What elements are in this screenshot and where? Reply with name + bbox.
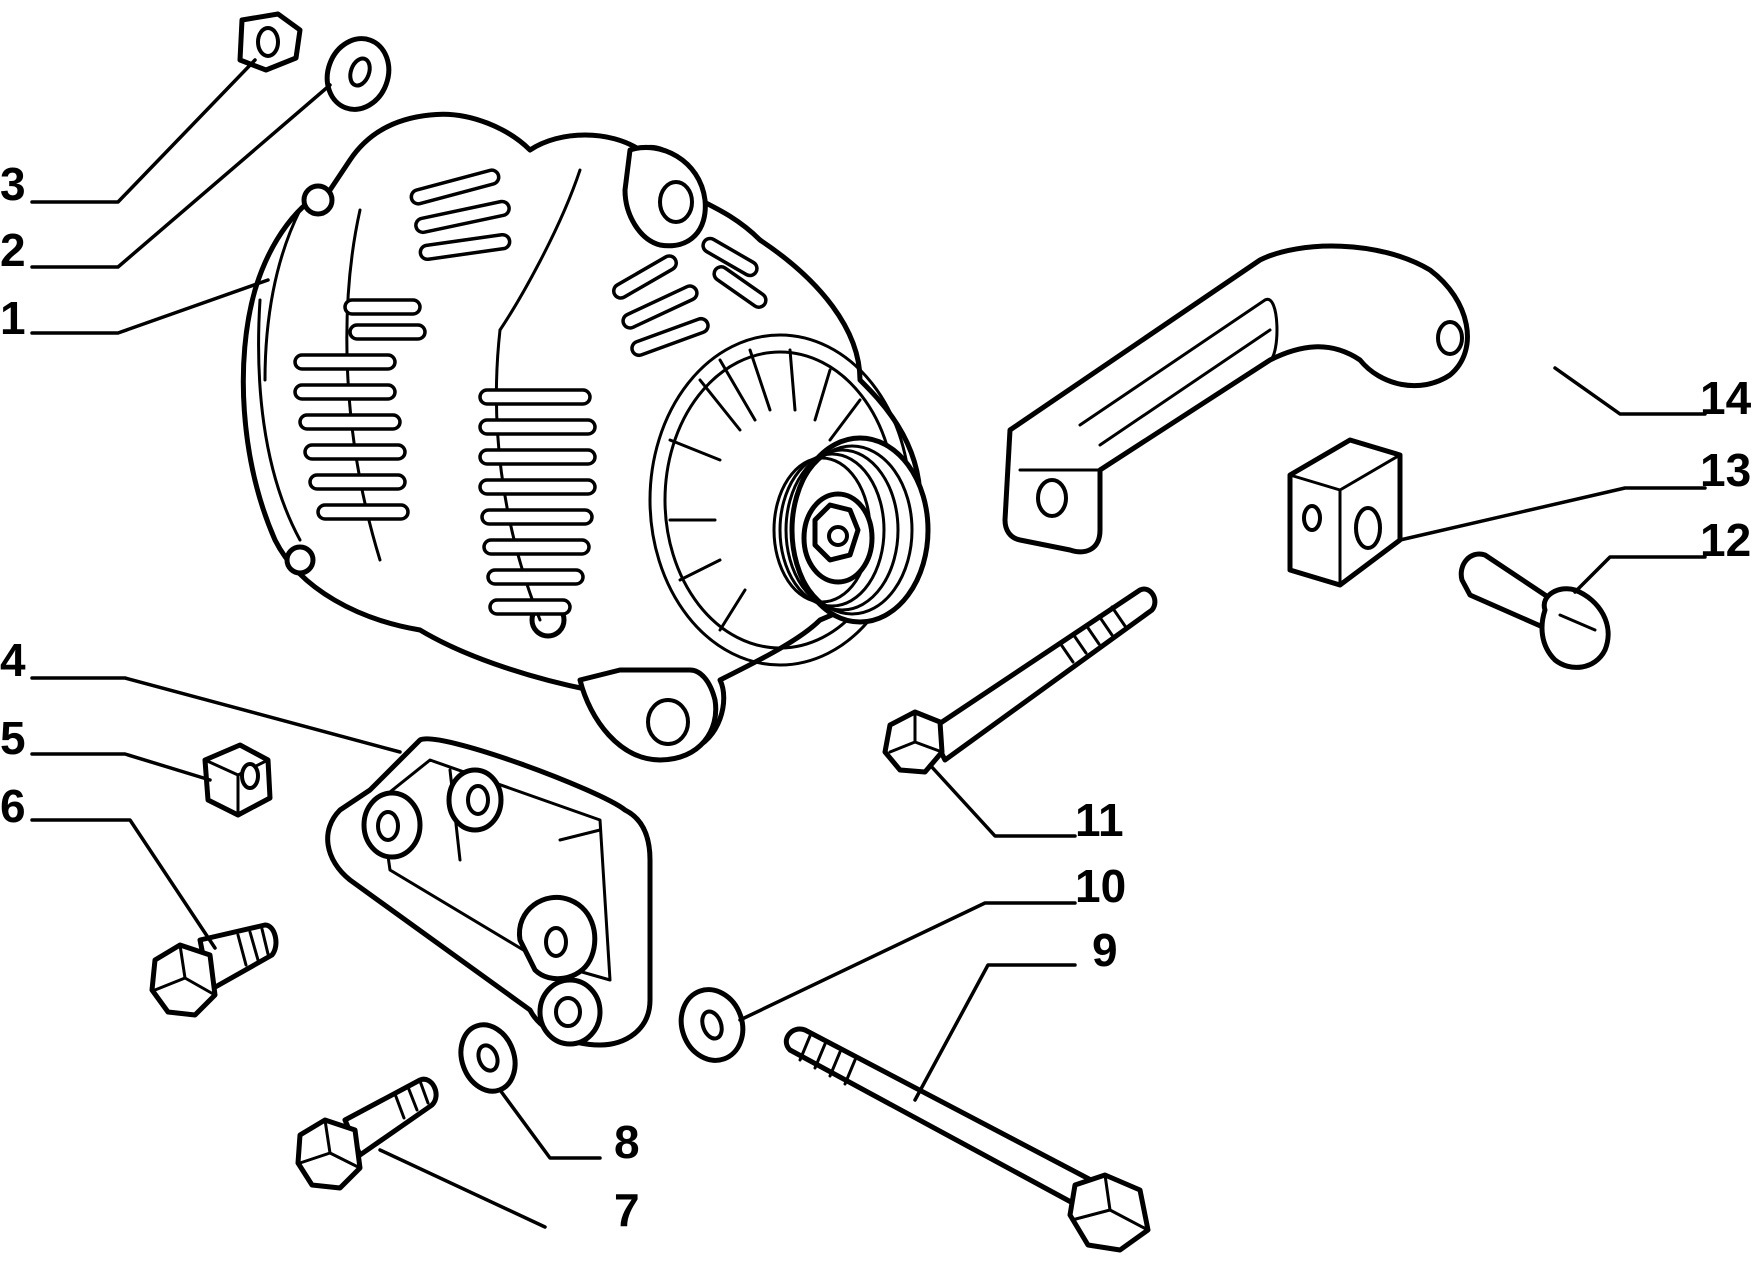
stator-cooling-fins [409,168,597,616]
callout-5: 5 [0,712,26,764]
callout-7: 7 [614,1184,640,1236]
front-cooling-fins [612,236,768,358]
leader-lines [30,58,1707,1229]
part-3-nut[interactable] [237,11,303,73]
callout-labels: 3 2 1 4 5 6 7 8 9 10 11 12 13 14 [0,158,1752,1236]
part-10-washer[interactable] [671,981,752,1069]
part-8-washer[interactable] [452,1017,524,1099]
pulley [772,435,931,625]
callout-10: 10 [1075,860,1126,912]
part-11-long-bolt[interactable] [882,586,1158,775]
callout-3: 3 [0,158,26,210]
callout-6: 6 [0,780,26,832]
callout-11: 11 [1075,794,1124,846]
front-fan [648,333,912,667]
callout-4: 4 [0,634,26,686]
part-12-short-bolt[interactable] [1458,551,1611,670]
part-5-nut[interactable] [202,742,273,818]
callout-13: 13 [1700,444,1751,496]
part-6-bolt[interactable] [149,922,279,1018]
callout-8: 8 [614,1116,640,1168]
part-14-adjuster-arm[interactable] [1002,243,1470,555]
callout-2: 2 [0,224,26,276]
rear-cooling-fins [293,298,427,521]
part-13-spacer-block[interactable] [1287,437,1403,588]
callout-1: 1 [0,292,26,344]
callout-14: 14 [1700,372,1752,424]
callout-12: 12 [1700,514,1751,566]
part-7-bolt[interactable] [295,1076,439,1191]
part-4-mounting-bracket[interactable] [325,736,653,1048]
part-9-long-bolt[interactable] [783,1026,1151,1253]
callout-9: 9 [1092,924,1118,976]
part-1-alternator[interactable] [240,111,931,763]
part-2-washer[interactable] [317,30,398,118]
